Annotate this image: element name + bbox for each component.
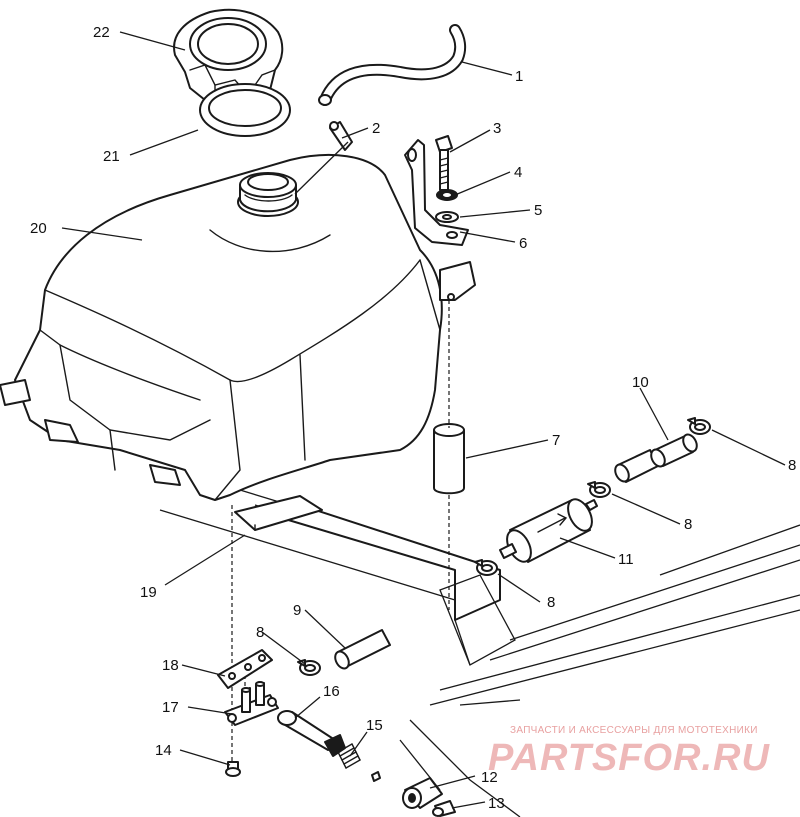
callout-22: 22 — [93, 24, 110, 41]
callout-17: 17 — [162, 699, 179, 716]
hose-clamp-mid[interactable] — [587, 481, 611, 498]
callout-21: 21 — [103, 148, 120, 165]
cap-gasket[interactable] — [199, 83, 291, 137]
callout-8-mid: 8 — [684, 516, 692, 533]
callout-12: 12 — [481, 769, 498, 786]
callout-10: 10 — [632, 374, 649, 391]
fuel-line-lower[interactable] — [332, 629, 391, 671]
spacer-tube[interactable] — [433, 423, 465, 495]
callout-2: 2 — [372, 120, 380, 137]
callout-6: 6 — [519, 235, 527, 252]
fuel-filter[interactable] — [499, 495, 598, 565]
callout-18: 18 — [162, 657, 179, 674]
callout-4: 4 — [514, 164, 522, 181]
fuel-cap[interactable] — [173, 8, 284, 110]
callout-14: 14 — [155, 742, 172, 759]
callout-3: 3 — [493, 120, 501, 137]
clip-bracket[interactable] — [371, 771, 443, 809]
callout-9: 9 — [293, 602, 301, 619]
watermark-brand: PARTSFOR.RU — [488, 737, 770, 779]
screw-13[interactable] — [432, 800, 456, 817]
callout-16: 16 — [323, 683, 340, 700]
fuel-line-upper[interactable] — [612, 432, 699, 484]
callout-1: 1 — [515, 68, 523, 85]
fuel-tank[interactable] — [0, 154, 476, 501]
valve-plate[interactable] — [217, 649, 273, 689]
watermark-tagline: ЗАПЧАСТИ И АКСЕССУАРЫ ДЛЯ МОТОТЕХНИКИ — [510, 725, 758, 736]
leader-lines — [61, 31, 786, 809]
tank-pad[interactable] — [234, 495, 323, 531]
callout-labels: 1 2 3 4 5 6 7 8 8 8 8 9 10 11 12 13 14 1… — [30, 24, 796, 812]
mount-bracket[interactable] — [404, 139, 469, 246]
bolt[interactable] — [435, 135, 453, 191]
callout-11: 11 — [618, 551, 634, 568]
callout-7: 7 — [552, 432, 560, 449]
spring[interactable] — [337, 743, 361, 769]
callout-8-upper: 8 — [788, 457, 796, 474]
callout-20: 20 — [30, 220, 47, 237]
callout-13: 13 — [488, 795, 505, 812]
valve-shaft[interactable] — [277, 710, 346, 757]
hose-clamp-upper[interactable] — [687, 417, 711, 435]
screw-14[interactable] — [225, 761, 241, 777]
callout-19: 19 — [140, 584, 157, 601]
fuel-valve[interactable] — [224, 681, 279, 726]
callout-15: 15 — [366, 717, 383, 734]
washer-4[interactable] — [436, 189, 458, 201]
watermark: ЗАПЧАСТИ И АКСЕССУАРЫ ДЛЯ МОТОТЕХНИКИ PA… — [488, 725, 770, 779]
callout-8-lower: 8 — [547, 594, 555, 611]
callout-8-valve: 8 — [256, 624, 264, 641]
hose-clamp-valve[interactable] — [297, 659, 321, 676]
washer-5[interactable] — [435, 211, 459, 223]
hose-clamp-lower[interactable] — [474, 559, 498, 576]
vent-hose[interactable] — [318, 24, 467, 106]
callout-5: 5 — [534, 202, 542, 219]
